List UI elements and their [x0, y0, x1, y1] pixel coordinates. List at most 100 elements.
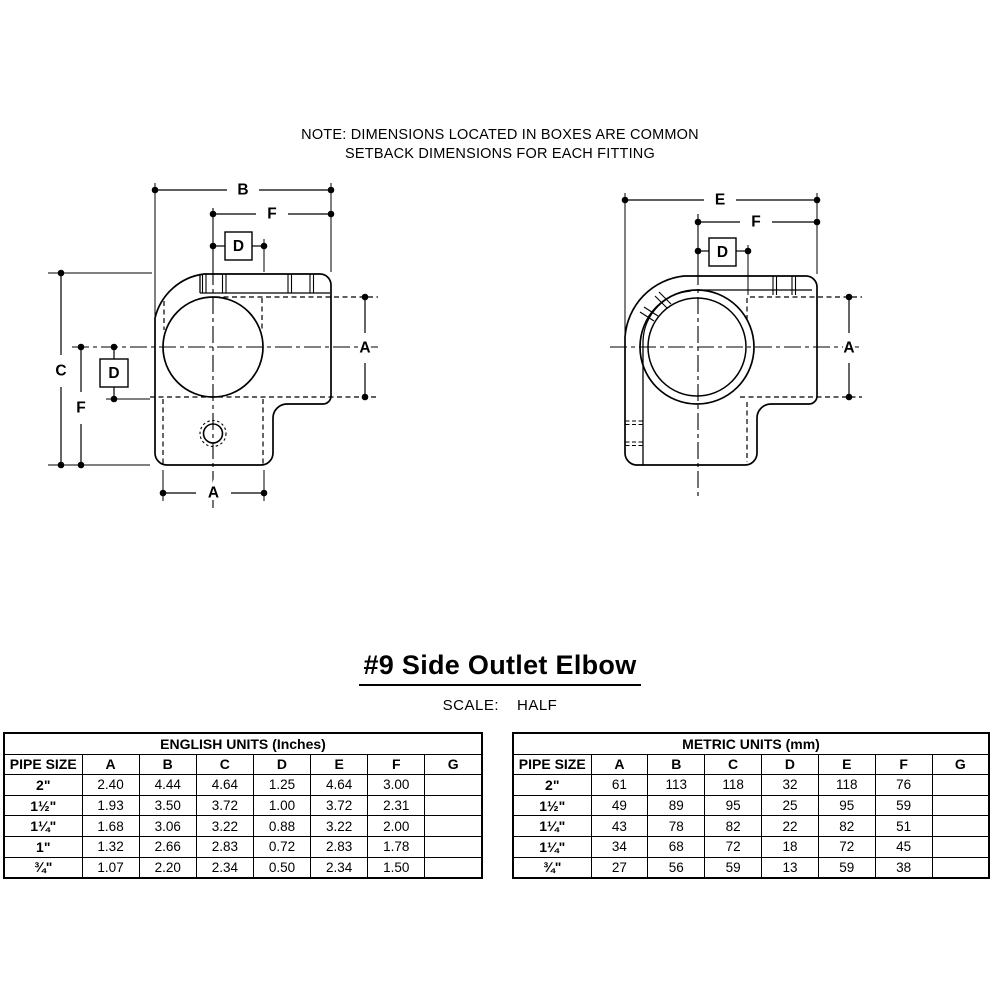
- table-cell: 1.25: [252, 774, 312, 796]
- thread-marks: [625, 276, 797, 447]
- table-cell: 1¼": [512, 835, 592, 858]
- table-header-row: PIPE SIZE A B C D E F G: [512, 753, 990, 776]
- dimension-e: E: [621, 189, 821, 211]
- body-outline: [154, 273, 332, 466]
- note-text: NOTE: DIMENSIONS LOCATED IN BOXES ARE CO…: [0, 126, 1000, 163]
- table-cell: 61: [590, 774, 649, 796]
- table-cell: 113: [647, 774, 706, 796]
- table-row: 1¼" 1.68 3.06 3.22 0.88 3.22 2.00: [3, 815, 483, 837]
- dimension-c: C: [53, 269, 69, 469]
- dim-label-f-left: F: [76, 400, 85, 417]
- table-cell: 18: [761, 835, 819, 858]
- table-cell: 2.34: [310, 856, 369, 879]
- table-cell: [424, 856, 483, 879]
- table-cell: 1.68: [81, 815, 140, 837]
- hidden-lines: [740, 296, 862, 462]
- table-cell: 2": [3, 774, 83, 796]
- table-cell: 1¼": [512, 815, 592, 837]
- centerlines: [72, 208, 378, 508]
- table-cell: 4.64: [195, 774, 254, 796]
- dim-label-f-top: F: [267, 206, 276, 223]
- inner-wall-line: [642, 290, 692, 465]
- column-header: B: [138, 753, 197, 776]
- table-title: METRIC UNITS (mm): [512, 732, 990, 755]
- note-line-1: NOTE: DIMENSIONS LOCATED IN BOXES ARE CO…: [301, 127, 699, 143]
- scale-line: SCALE:HALF: [0, 697, 1000, 714]
- table-cell: ¾": [3, 856, 83, 879]
- scale-label: SCALE:: [442, 697, 499, 714]
- table-cell: 3.06: [138, 815, 197, 837]
- table-cell: 72: [704, 835, 763, 858]
- table-cell: 32: [761, 774, 819, 796]
- dimension-f: F: [694, 211, 821, 233]
- table-cell: 95: [704, 794, 763, 817]
- thread-marks: [201, 274, 315, 293]
- table-cell: 1.32: [81, 835, 140, 858]
- table-title-row: ENGLISH UNITS (Inches): [3, 732, 483, 755]
- column-header: G: [931, 753, 990, 776]
- table-cell: 3.22: [195, 815, 254, 837]
- table-row: ¾" 1.07 2.20 2.34 0.50 2.34 1.50: [3, 856, 483, 879]
- table-cell: 2.00: [367, 815, 426, 837]
- side-view-drawing: E F D A: [610, 189, 862, 497]
- table-cell: 2.83: [195, 835, 254, 858]
- set-screw-hole: [199, 419, 227, 448]
- dimension-b: B: [151, 179, 335, 201]
- table-cell: 25: [761, 794, 819, 817]
- table-cell: 4.64: [310, 774, 369, 796]
- dim-label-c: C: [55, 363, 66, 380]
- column-header: D: [252, 753, 312, 776]
- table-cell: 3.22: [310, 815, 369, 837]
- dim-label-d-left: D: [108, 365, 119, 382]
- dim-label-b: B: [237, 182, 248, 199]
- setback-box: [99, 358, 129, 388]
- table-cell: 1¼": [3, 815, 83, 837]
- column-header: B: [647, 753, 706, 776]
- table-cell: 59: [704, 856, 763, 879]
- table-cell: 2.31: [367, 794, 426, 817]
- table-cell: 0.50: [252, 856, 312, 879]
- table-cell: 1½": [3, 794, 83, 817]
- dim-label-e: E: [715, 192, 725, 209]
- table-cell: 72: [817, 835, 876, 858]
- setback-box: [224, 231, 253, 261]
- column-header: A: [81, 753, 140, 776]
- table-cell: [931, 794, 990, 817]
- column-header: F: [874, 753, 933, 776]
- table-cell: [424, 794, 483, 817]
- table-row: 1½" 49 89 95 25 95 59: [512, 794, 990, 817]
- table-cell: 3.72: [195, 794, 254, 817]
- table-cell: 13: [761, 856, 819, 879]
- table-header-row: PIPE SIZE A B C D E F G: [3, 753, 483, 776]
- table-row: 2" 61 113 118 32 118 76: [512, 774, 990, 796]
- table-cell: 49: [590, 794, 649, 817]
- table-cell: 89: [647, 794, 706, 817]
- note-line-2: SETBACK DIMENSIONS FOR EACH FITTING: [345, 145, 655, 162]
- table-cell: 1": [3, 835, 83, 858]
- table-title-row: METRIC UNITS (mm): [512, 732, 990, 755]
- table-cell: [424, 774, 483, 796]
- table-cell: 0.88: [252, 815, 312, 837]
- dim-label-a-bottom: A: [208, 485, 219, 502]
- table-cell: 1.93: [81, 794, 140, 817]
- table-cell: 95: [817, 794, 876, 817]
- table-row: 1¼" 34 68 72 18 72 45: [512, 835, 990, 858]
- table-cell: [931, 856, 990, 879]
- table-cell: 3.00: [367, 774, 426, 796]
- english-units-table: ENGLISH UNITS (Inches) PIPE SIZE A B C D…: [3, 732, 483, 880]
- table-cell: 68: [647, 835, 706, 858]
- table-cell: ¾": [512, 856, 592, 879]
- dim-label-f: F: [751, 214, 760, 231]
- table-row: 1¼" 43 78 82 22 82 51: [512, 815, 990, 837]
- table-cell: 3.50: [138, 794, 197, 817]
- table-cell: 22: [761, 815, 819, 837]
- column-header: G: [424, 753, 483, 776]
- table-cell: 82: [817, 815, 876, 837]
- table-cell: 118: [704, 774, 763, 796]
- table-row: 2" 2.40 4.44 4.64 1.25 4.64 3.00: [3, 774, 483, 796]
- table-cell: 34: [590, 835, 649, 858]
- dimension-d-top: D: [209, 231, 268, 261]
- table-cell: [931, 815, 990, 837]
- table-cell: 43: [590, 815, 649, 837]
- table-cell: [424, 835, 483, 858]
